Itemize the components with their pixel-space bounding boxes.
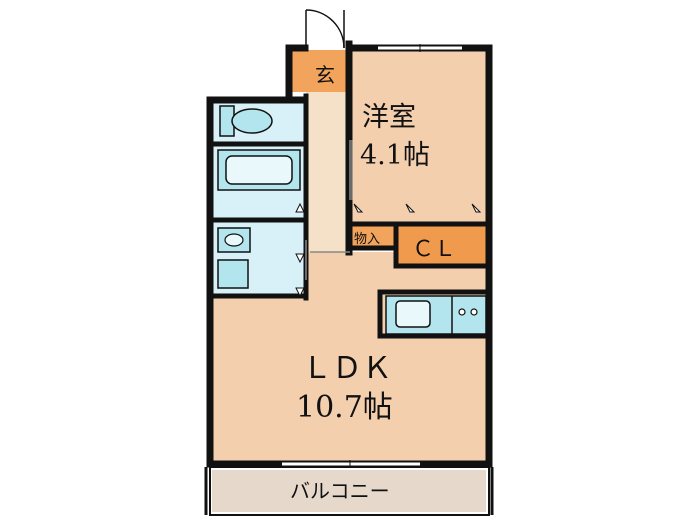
storage-label: 物入 — [354, 232, 380, 247]
washbasin-icon — [217, 227, 251, 253]
bathtub-icon — [217, 149, 301, 191]
kitchen-sink-icon — [395, 300, 431, 328]
entrance-area — [289, 50, 349, 92]
balcony-label: バルコニー — [290, 479, 390, 503]
ldk-size: 10.7帖 — [296, 390, 393, 425]
storage-area — [350, 224, 396, 248]
western-room-area — [350, 48, 486, 224]
hallway-area — [306, 92, 350, 252]
western-room-name: 洋室 — [362, 102, 416, 133]
balcony-area — [212, 470, 486, 512]
stove-icon — [458, 308, 478, 316]
western-room-size: 4.1帖 — [360, 140, 430, 171]
door-markers — [295, 202, 482, 298]
sliding-doors — [305, 140, 353, 280]
closet-area — [398, 224, 486, 266]
entrance-label: 玄 — [315, 63, 335, 87]
closet-label: ＣＬ — [412, 237, 456, 262]
window-frames — [282, 44, 462, 468]
toilet-icon — [219, 105, 273, 137]
door-swing-icon — [305, 9, 345, 49]
washing-machine-icon — [217, 259, 249, 289]
ldk-name: ＬＤＫ — [302, 351, 392, 386]
